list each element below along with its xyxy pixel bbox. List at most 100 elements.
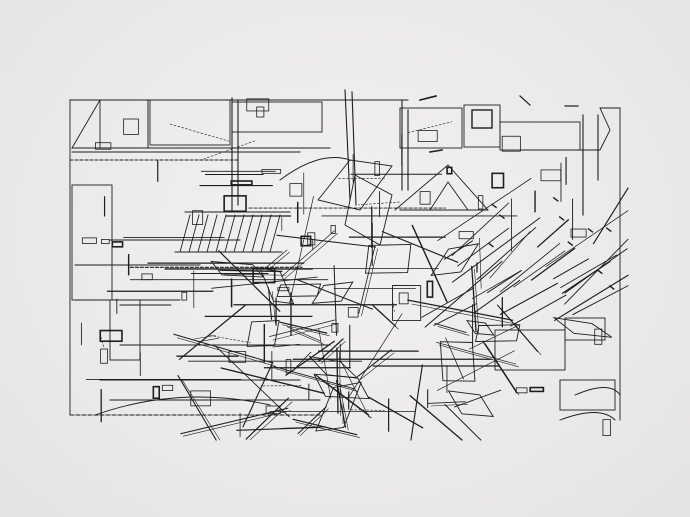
exploding-member-28 [496, 304, 539, 353]
upper-curve [279, 157, 351, 181]
skewed-plane-13 [392, 285, 422, 321]
right-diagonal-beam-15 [592, 187, 629, 245]
right-stair-tread-8 [558, 215, 565, 221]
construction-line-7 [407, 121, 453, 133]
exploding-member-13 [263, 249, 288, 270]
exploding-member-37 [471, 265, 477, 333]
exploding-member-52 [335, 379, 347, 428]
right-diagonal-beam-9 [451, 217, 541, 283]
exploding-member-edge-55 [438, 344, 519, 368]
lower-right-frame [559, 379, 616, 411]
exploding-member-7 [177, 374, 217, 441]
left-stair-rung-7 [242, 214, 254, 253]
small-box-21 [190, 390, 211, 407]
right-diagonal-beam-21 [473, 279, 521, 314]
right-diagonal-beam-8 [471, 270, 522, 300]
small-box-33 [529, 386, 545, 393]
small-box-35 [265, 405, 281, 415]
skewed-plane-5 [311, 281, 354, 304]
right-diagonal-beam-2 [552, 258, 590, 280]
small-box-8 [417, 130, 438, 142]
lower-right-block [494, 329, 566, 371]
small-box-23 [289, 183, 303, 197]
skewed-plane-2 [475, 324, 521, 342]
exploding-member-1 [411, 224, 448, 303]
exploding-member-18 [468, 325, 519, 350]
exploding-member-20 [267, 287, 273, 320]
upper-block-frame-2 [231, 101, 323, 133]
exploding-member-53 [445, 337, 465, 380]
exploding-member-edge-58 [299, 408, 329, 437]
small-box-7 [123, 118, 139, 135]
exploding-member-edge-34 [272, 323, 339, 341]
skewed-plane-3 [430, 243, 480, 277]
left-stair-rung-8 [251, 214, 263, 253]
right-diagonal-beam-3 [457, 227, 510, 267]
left-stair-rung-2 [197, 214, 209, 253]
exploding-member-edge-48 [197, 337, 219, 343]
small-box-43 [307, 232, 316, 246]
exploding-member-34 [269, 319, 336, 337]
exploding-member-2 [409, 394, 463, 441]
skewed-plane-11 [246, 320, 280, 347]
exploding-member-49 [428, 401, 466, 404]
floating-mark-3 [519, 95, 531, 106]
exploding-member-27 [482, 340, 518, 394]
vertical-mast-2 [344, 89, 351, 201]
right-stair-tread-7 [567, 241, 574, 247]
lower-right-window [564, 317, 606, 341]
lower-right-curve-2 [559, 412, 616, 421]
construction-line-5 [199, 140, 255, 161]
floating-mark-1 [419, 95, 437, 101]
right-diagonal-beam-19 [433, 302, 478, 327]
exploding-member-25 [317, 338, 344, 363]
central-roof [394, 164, 489, 211]
exploding-member-edge-57 [437, 326, 470, 336]
skewed-plane-15 [315, 381, 362, 432]
small-box-5 [374, 161, 380, 176]
right-diagonal-beam-23 [564, 248, 628, 294]
exploding-member-30 [180, 407, 289, 435]
small-box-29 [594, 328, 603, 345]
exploding-member-edge-14 [177, 337, 276, 367]
exploding-member-29 [286, 326, 321, 342]
exploding-member-33 [219, 269, 283, 273]
small-box-20 [101, 239, 110, 244]
exploding-member-10 [242, 361, 274, 428]
upper-right-window [463, 104, 501, 148]
construction-line-2 [358, 201, 400, 206]
small-box-4 [285, 359, 292, 374]
small-box-1 [223, 195, 247, 213]
right-diagonal-beam-12 [513, 250, 566, 288]
exploding-member-edge-7 [181, 378, 221, 441]
exploding-member-31 [220, 367, 325, 395]
small-box-27 [570, 228, 587, 238]
right-stair-tread-0 [596, 269, 603, 275]
right-diagonal-beam-6 [437, 177, 532, 242]
small-box-19 [477, 195, 484, 210]
construction-line-8 [392, 302, 395, 313]
skewed-plane-8 [313, 373, 370, 400]
small-box-30 [192, 210, 204, 225]
construction-line-1 [169, 123, 230, 142]
skewed-plane-6 [447, 390, 495, 417]
upper-right-window-inner [471, 109, 493, 129]
small-box-17 [256, 106, 265, 118]
upper-right-block [399, 107, 463, 149]
left-stair-rung-1 [188, 214, 200, 253]
small-box-37 [347, 307, 359, 318]
middle-sheet-2 [344, 174, 393, 246]
exploding-member-edge-15 [411, 303, 517, 325]
exploding-member-59 [276, 234, 377, 248]
right-diagonal-beam-10 [563, 238, 629, 305]
small-box-9 [331, 323, 339, 333]
exploding-member-44 [217, 250, 281, 313]
right-stair-tread-1 [608, 285, 615, 290]
small-box-39 [81, 237, 97, 244]
small-box-28 [181, 291, 188, 301]
left-stair-rung-5 [224, 214, 236, 253]
exploding-member-5 [356, 349, 392, 378]
left-stair-rung-10 [269, 214, 281, 253]
exploding-member-edge-37 [474, 268, 480, 335]
